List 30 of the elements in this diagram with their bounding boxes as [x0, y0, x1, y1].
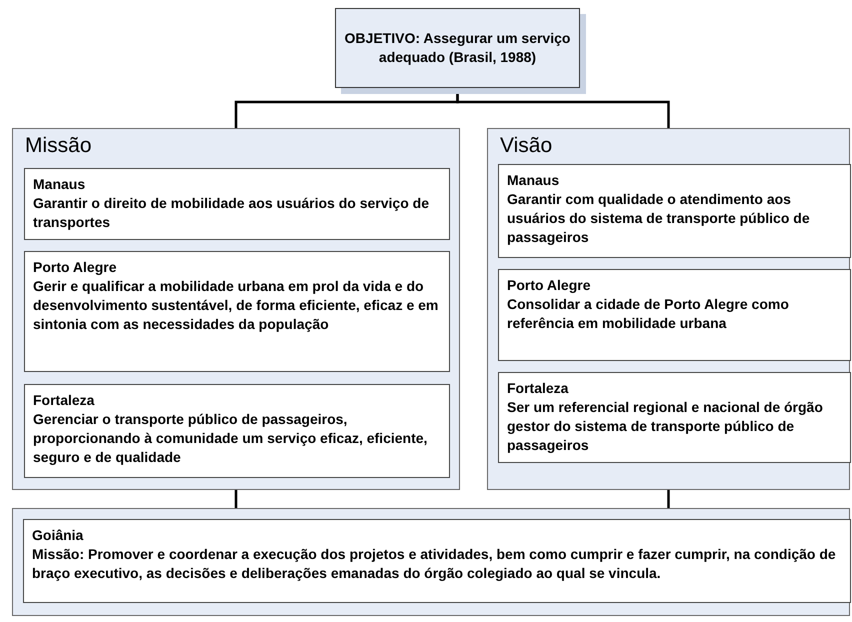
section-panel	[12, 508, 850, 616]
city-heading: Porto Alegre	[33, 258, 118, 277]
text-card	[23, 519, 851, 603]
city-heading: Fortaleza	[33, 391, 96, 410]
description-text: Ser um referencial regional e nacional de órgão gestor do sistema de transporte público de passageiros	[507, 398, 824, 455]
section-heading: Missão	[25, 133, 93, 159]
objective-text: OBJETIVO: Assegurar um serviço adequado (Brasil, 1988)	[344, 28, 571, 67]
city-heading: Manaus	[33, 175, 86, 194]
text-card	[498, 164, 851, 258]
section-heading: Visão	[500, 133, 554, 159]
description-text: Garantir com qualidade o atendimento aos usuários do sistema de transporte público de passageiros	[507, 190, 811, 247]
city-heading: Goiânia	[32, 526, 84, 545]
city-heading: Fortaleza	[507, 379, 570, 398]
text-card	[24, 384, 450, 478]
text-card	[24, 168, 450, 240]
connector-line	[456, 92, 670, 128]
section-panel	[12, 128, 460, 490]
text-card	[498, 372, 851, 463]
section-panel	[487, 128, 850, 490]
description-text: Garantir o direito de mobilidade aos usuários do serviço de transportes	[33, 194, 430, 232]
text-card	[498, 269, 851, 361]
description-text: Missão: Promover e coordenar a execução dos projetos e atividades, bem como cumprir e fazer cumprir, na condição de braço executivo, as decisões e deliberações emanadas do órgão colegiado ao qual se vincula.	[32, 545, 837, 583]
city-heading: Porto Alegre	[507, 276, 592, 295]
text-card	[24, 251, 450, 372]
city-heading: Manaus	[507, 171, 560, 190]
connector-line	[234, 490, 238, 508]
description-text: Gerir e qualificar a mobilidade urbana em prol da vida e do desenvolvimento sustentável, de forma eficiente, eficaz e em sintonia com as necessidades da população	[33, 277, 440, 334]
description-text: Gerenciar o transporte público de passageiros, proporcionando à comunidade um serviço eficaz, eficiente, seguro e de qualidade	[33, 410, 428, 467]
description-text: Consolidar a cidade de Porto Alegre como referência em mobilidade urbana	[507, 295, 790, 333]
connector-line	[667, 490, 670, 508]
